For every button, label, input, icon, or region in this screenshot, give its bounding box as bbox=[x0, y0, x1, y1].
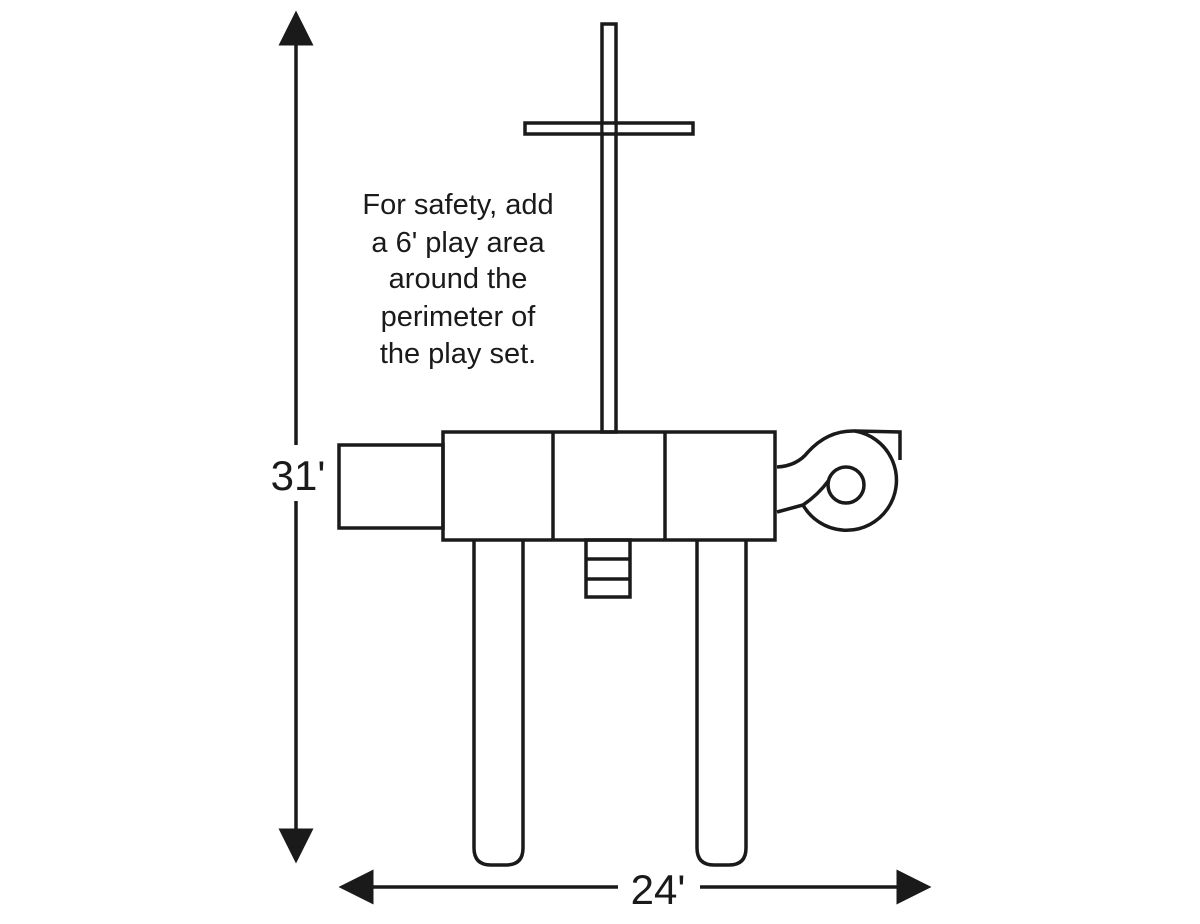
spiral-slide bbox=[776, 429, 902, 533]
deck bbox=[441, 430, 777, 542]
note-line: the play set. bbox=[380, 338, 536, 370]
side-platform bbox=[337, 443, 445, 530]
width-label: 24' bbox=[631, 866, 686, 913]
note-line: a 6' play area bbox=[371, 227, 545, 259]
ladder bbox=[584, 538, 632, 599]
note-line: perimeter of bbox=[381, 301, 537, 333]
note-line: For safety, add bbox=[362, 189, 553, 221]
safety-note: For safety, add a 6' play area around th… bbox=[362, 189, 553, 370]
note-line: around the bbox=[389, 263, 528, 295]
width-dimension: 24' bbox=[338, 862, 932, 913]
swing-beam-mast bbox=[600, 22, 618, 434]
slide-right bbox=[695, 540, 748, 867]
height-label: 31' bbox=[271, 452, 326, 499]
spiral-center bbox=[826, 465, 866, 505]
slide-left bbox=[472, 540, 525, 867]
height-dimension: 31' bbox=[262, 10, 332, 864]
crossbar bbox=[523, 121, 695, 136]
